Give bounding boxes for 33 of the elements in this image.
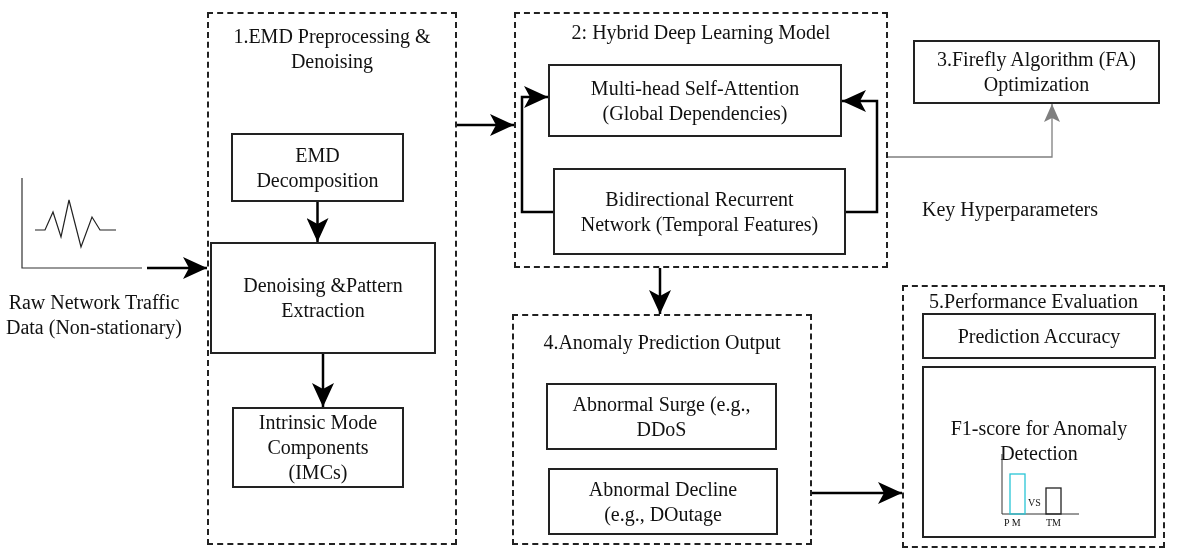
arrow [520, 86, 553, 214]
arrow [812, 482, 902, 504]
process-box: Denoising &Pattern Extraction [210, 242, 436, 354]
chart-label: TM [1046, 518, 1061, 528]
dashed-group-box [207, 12, 457, 545]
dashed-group-box [902, 285, 1165, 548]
arrow [649, 268, 671, 314]
group-title: 1.EMD Preprocessing & Denoising [232, 24, 432, 74]
process-box: Intrinsic Mode Components (IMCs) [232, 407, 404, 488]
process-box: Abnormal Surge (e.g., DDoS [546, 383, 777, 450]
box-text: F1-score for Anomaly Detection [949, 416, 1129, 466]
group-title: 5.Performance Evaluation [928, 289, 1139, 314]
process-box: Bidirectional Recurrent Network (Temporal Features) [553, 168, 846, 255]
process-box: Prediction Accuracy [922, 313, 1156, 359]
process-box: Multi-head Self-Attention (Global Dependencies) [548, 64, 842, 137]
process-box: EMD Decomposition [231, 133, 404, 202]
traffic-chart-drawing [20, 175, 145, 270]
chart-label: P M [1004, 518, 1021, 528]
dashed-group-box [512, 314, 812, 545]
arrow [306, 202, 329, 242]
arrow [312, 354, 334, 407]
process-box: Abnormal Decline (e.g., DOutage [548, 468, 778, 535]
arrow [842, 90, 879, 214]
arrow [457, 114, 514, 136]
process-box [922, 366, 1156, 538]
chart-label: VS [1028, 498, 1041, 508]
arrow [147, 257, 207, 279]
dashed-group-box [514, 12, 888, 268]
caption-text: Raw Network Traffic Data (Non-stationary) [4, 290, 183, 340]
group-title: 2: Hybrid Deep Learning Model [570, 20, 832, 45]
process-box: 3.Firefly Algorithm (FA) Optimization [913, 40, 1160, 104]
arrow [887, 103, 1060, 158]
group-title: 4.Anomaly Prediction Output [542, 330, 782, 355]
